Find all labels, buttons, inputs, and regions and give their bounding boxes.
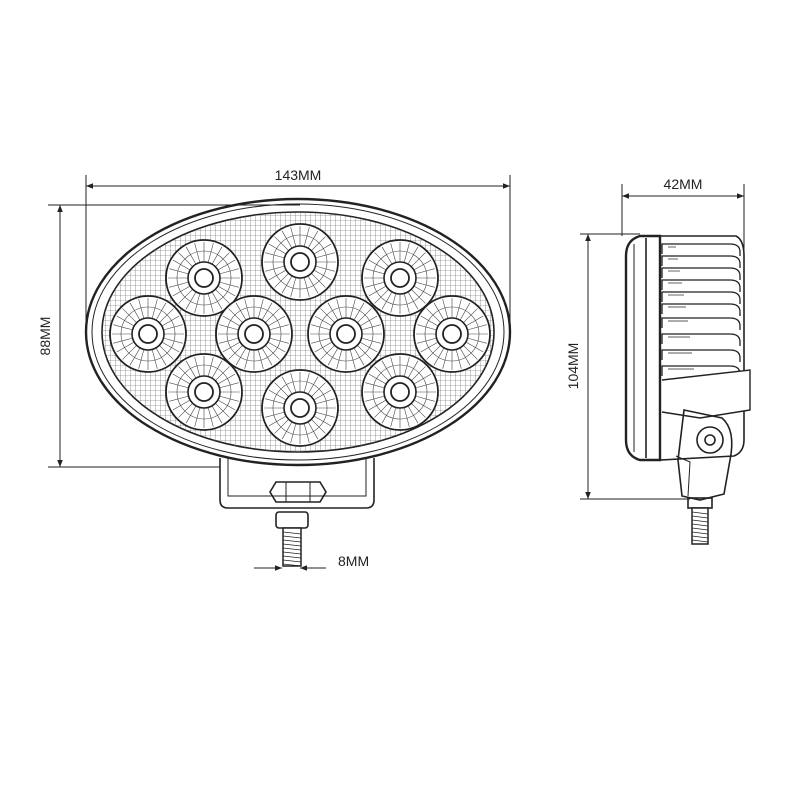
- side-view: [624, 234, 751, 545]
- housing-rim: [91, 203, 505, 461]
- width-dimension: 143MM: [85, 167, 511, 330]
- bolt-dimension: 8MM: [254, 553, 369, 571]
- led-reflector: [165, 239, 243, 317]
- width-label: 143MM: [275, 167, 322, 183]
- front-view: [84, 197, 512, 567]
- bolt-washer: [275, 511, 309, 529]
- side-lens-face: [624, 234, 662, 462]
- led-reflector: [361, 353, 439, 431]
- side-height-label: 104MM: [565, 343, 581, 390]
- led-reflector: [307, 295, 385, 373]
- pivot-bolt-outer: [696, 426, 724, 454]
- led-reflector: [261, 223, 339, 301]
- bolt-nut: [269, 481, 327, 503]
- height-label: 88MM: [37, 317, 53, 356]
- cooling-fins: [661, 243, 751, 419]
- side-housing: [659, 235, 745, 461]
- depth-dimension: 42MM: [621, 176, 745, 250]
- side-height-dimension: 104MM: [565, 233, 690, 500]
- led-reflector: [165, 353, 243, 431]
- led-reflectors: [109, 223, 491, 447]
- pivot-bolt-inner: [704, 434, 716, 446]
- threaded-bolt: [282, 527, 302, 567]
- depth-label: 42MM: [664, 176, 703, 192]
- led-reflector: [215, 295, 293, 373]
- outer-housing: [84, 197, 512, 467]
- side-bracket: [677, 409, 733, 501]
- led-reflector: [413, 295, 491, 373]
- led-reflector: [361, 239, 439, 317]
- mounting-bracket: [219, 458, 375, 509]
- led-reflector: [109, 295, 187, 373]
- bolt-label: 8MM: [338, 553, 369, 569]
- height-dimension: 88MM: [37, 204, 300, 468]
- side-threaded-bolt: [691, 507, 709, 545]
- led-reflector: [261, 369, 339, 447]
